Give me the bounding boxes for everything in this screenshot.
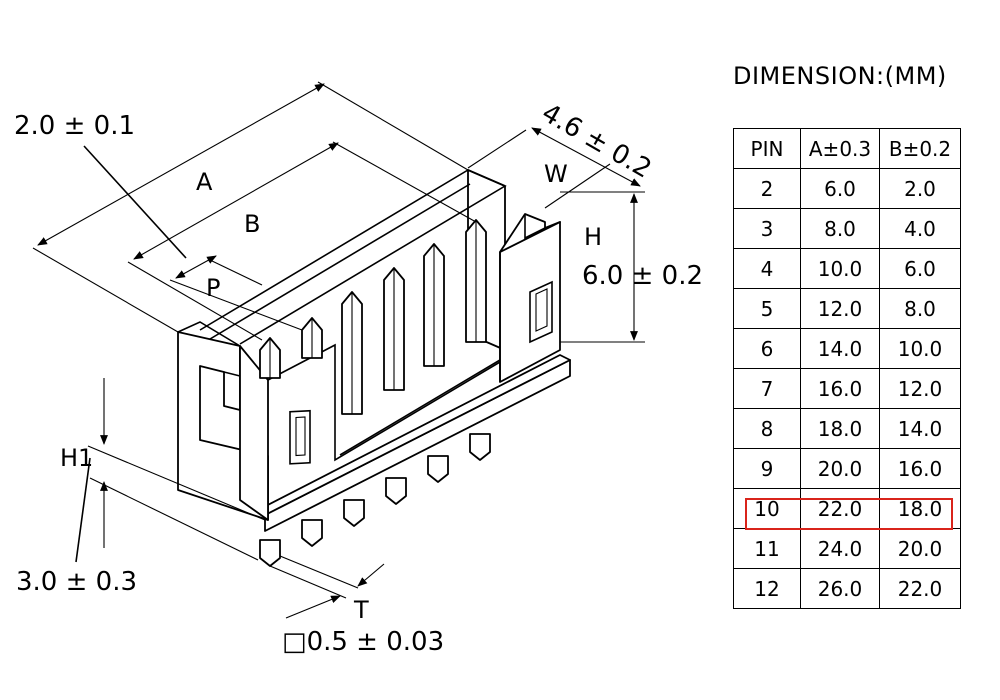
table-cell: 5 — [733, 288, 801, 329]
connector-pins — [259, 219, 487, 415]
table-cell: 20.0 — [879, 528, 961, 569]
table-cell: 11 — [733, 528, 801, 569]
table-cell: 12.0 — [800, 288, 880, 329]
pitch-tolerance-label: 2.0 ± 0.1 — [14, 111, 135, 141]
table-cell: 3 — [733, 208, 801, 249]
table-cell: 10.0 — [800, 248, 880, 289]
dimension-t-label: T — [353, 596, 369, 624]
table-header-cell: B±0.2 — [879, 128, 961, 169]
dimension-h-label: H — [584, 223, 602, 251]
dimension-lines — [32, 81, 645, 619]
table-cell: 12 — [733, 568, 801, 609]
table-cell: 14.0 — [800, 328, 880, 369]
table-cell: 10 — [733, 488, 801, 529]
table-cell: 2.0 — [879, 168, 961, 209]
dimension-p-label: P — [206, 274, 220, 302]
connector-housing — [177, 169, 571, 532]
table-cell: 10.0 — [879, 328, 961, 369]
height-tolerance-label: 6.0 ± 0.2 — [582, 261, 703, 291]
table-cell: 7 — [733, 368, 801, 409]
table-cell: 16.0 — [800, 368, 880, 409]
table-cell: 6.0 — [800, 168, 880, 209]
table-cell: 20.0 — [800, 448, 880, 489]
table-header-cell: A±0.3 — [800, 128, 880, 169]
h1-tolerance-label: 3.0 ± 0.3 — [16, 567, 137, 597]
table-cell: 16.0 — [879, 448, 961, 489]
table-cell: 8.0 — [800, 208, 880, 249]
dimension-w-label: W — [544, 160, 568, 188]
table-cell: 22.0 — [800, 488, 880, 529]
table-cell: 18.0 — [879, 488, 961, 529]
table-cell: 4.0 — [879, 208, 961, 249]
table-cell: 4 — [733, 248, 801, 289]
table-cell: 6 — [733, 328, 801, 369]
table-cell: 22.0 — [879, 568, 961, 609]
table-cell: 14.0 — [879, 408, 961, 449]
table-cell: 9 — [733, 448, 801, 489]
dimension-a-label: A — [196, 168, 213, 196]
table-cell: 2 — [733, 168, 801, 209]
table-title: DIMENSION:(MM) — [733, 62, 947, 90]
table-cell: 6.0 — [879, 248, 961, 289]
connector-pin-tails — [259, 433, 491, 567]
dimension-b-label: B — [244, 210, 260, 238]
table-cell: 12.0 — [879, 368, 961, 409]
table-cell: 18.0 — [800, 408, 880, 449]
table-header-cell: PIN — [733, 128, 801, 169]
table-cell: 8.0 — [879, 288, 961, 329]
dimension-h1-label: H1 — [60, 444, 93, 472]
table-cell: 26.0 — [800, 568, 880, 609]
pin-size-tolerance-label: □0.5 ± 0.03 — [282, 627, 444, 657]
table-cell: 24.0 — [800, 528, 880, 569]
highlighted-row-outline — [745, 498, 953, 530]
table-cell: 8 — [733, 408, 801, 449]
